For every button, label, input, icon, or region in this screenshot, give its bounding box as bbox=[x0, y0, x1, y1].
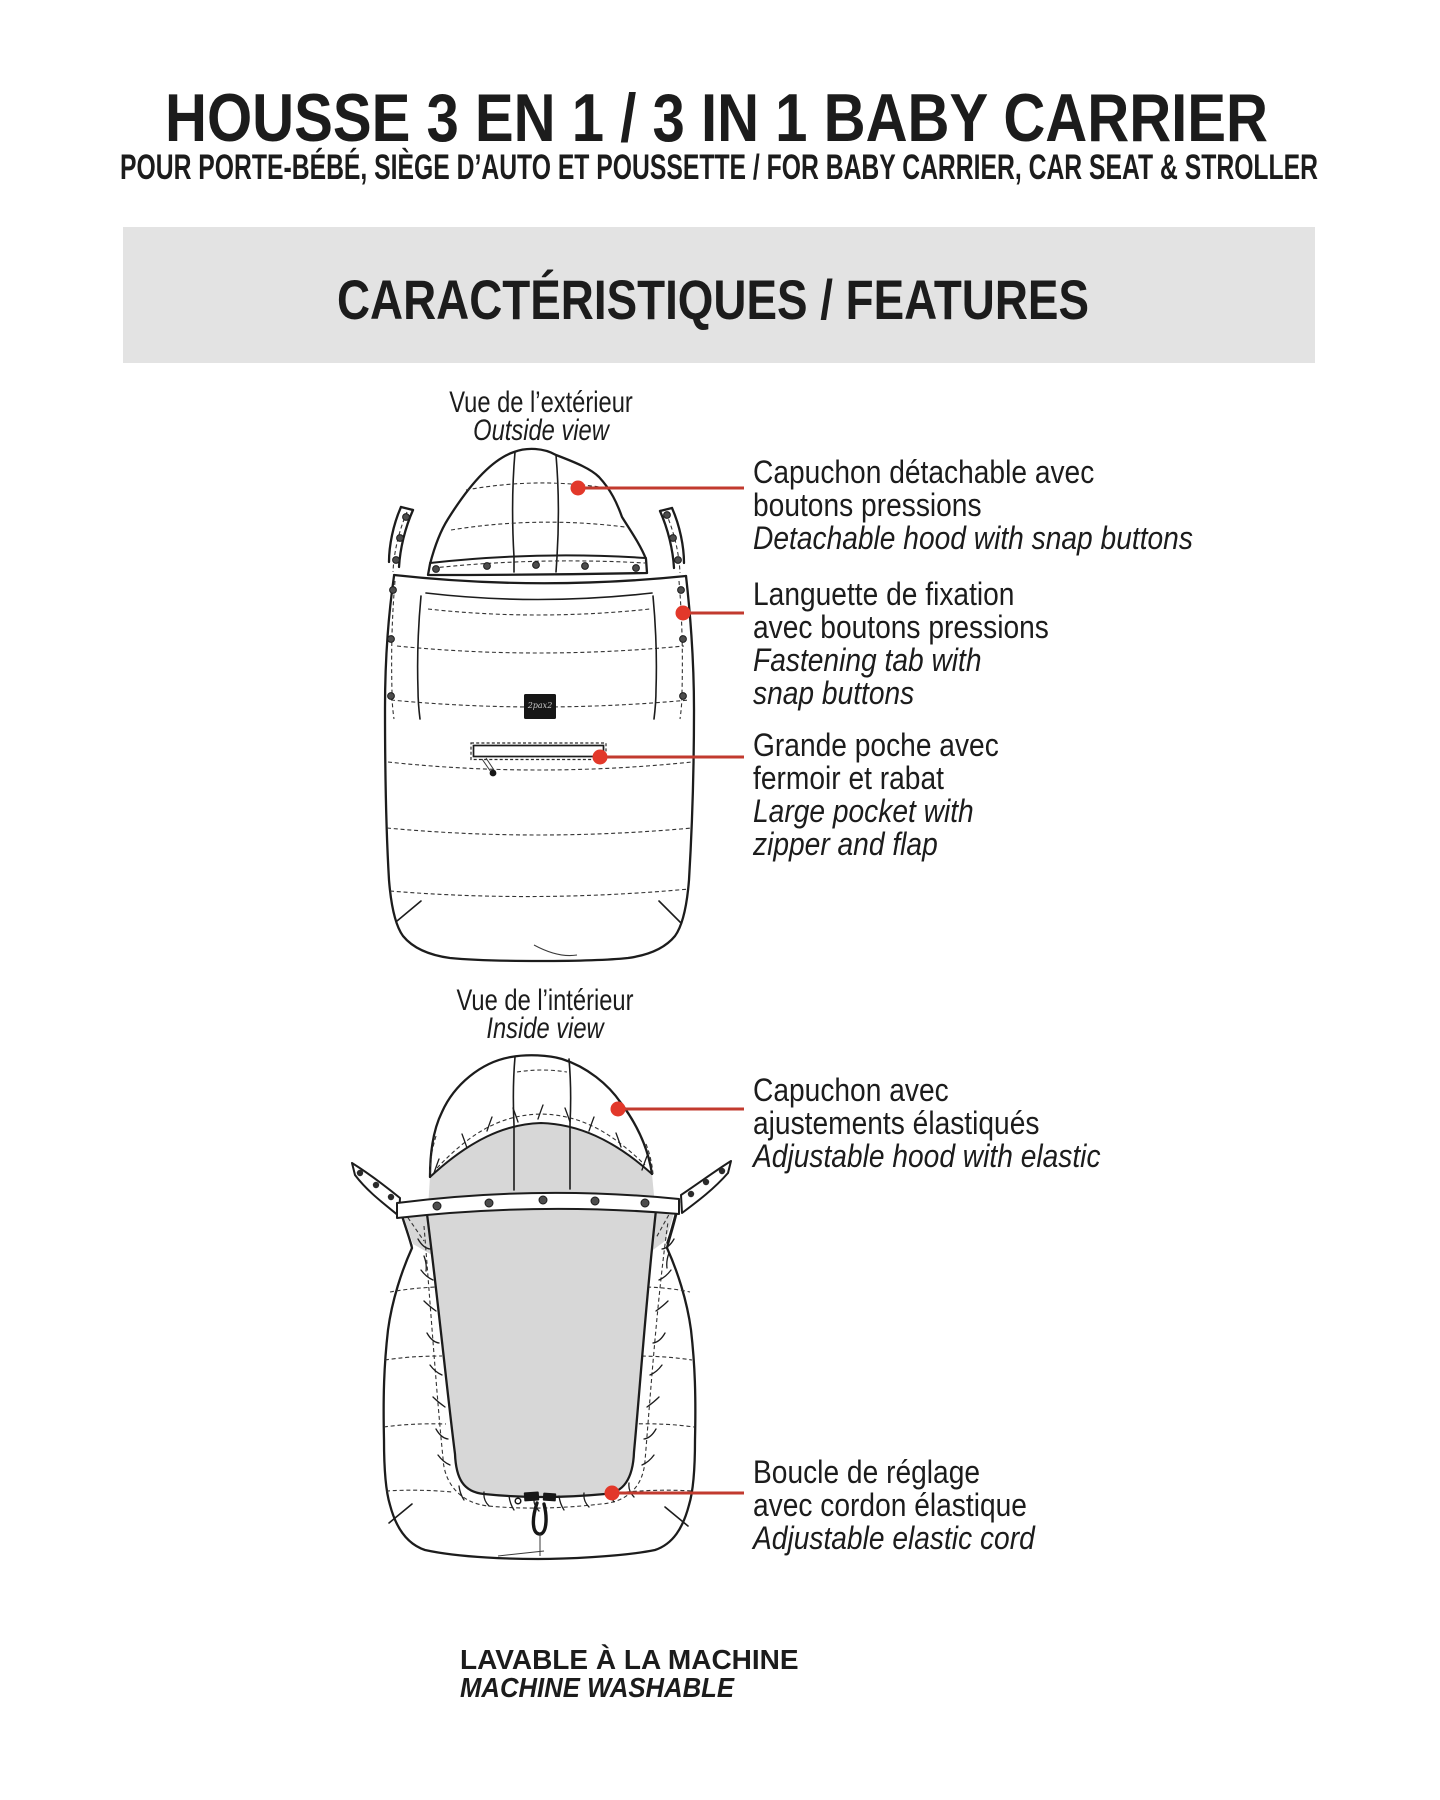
page-subtitle: POUR PORTE-BÉBÉ, SIÈGE D’AUTO ET POUSSET… bbox=[120, 148, 1318, 187]
features-section-band bbox=[123, 227, 1315, 363]
callout-markers bbox=[570, 480, 744, 765]
callout-detachable-hood: Capuchon détachable avec boutons pressio… bbox=[753, 454, 1193, 556]
svg-text:2pax2: 2pax2 bbox=[527, 701, 553, 710]
inside-view-caption: Vue de l’intérieur Inside view bbox=[419, 984, 672, 1045]
callout-dot-hood bbox=[570, 480, 586, 496]
quilt-lines bbox=[386, 608, 693, 898]
side-tab-right bbox=[680, 1160, 732, 1214]
hood-inside bbox=[428, 1054, 655, 1208]
outside-view-caption: Vue de l’extérieur Outside view bbox=[415, 386, 668, 447]
hood-snap-buttons bbox=[432, 561, 640, 573]
callout-adjustable-hood: Capuchon avec ajustements élastiqués Adj… bbox=[753, 1072, 1101, 1174]
interior-panel bbox=[417, 1204, 675, 1512]
outside-view-caption-en: Outside view bbox=[473, 414, 609, 447]
callout-pocket: Grande poche avec fermoir et rabat Large… bbox=[753, 727, 999, 862]
callout-dot-pocket bbox=[592, 749, 608, 765]
callout-markers-inside bbox=[604, 1101, 744, 1501]
callout-fastening-tab: Languette de fixation avec boutons press… bbox=[753, 576, 1049, 711]
callout-dot-hood-elastic bbox=[610, 1101, 626, 1117]
fastening-tab-right bbox=[652, 506, 687, 720]
drawstring-toggle bbox=[514, 1491, 557, 1556]
outside-view-drawing: 2pax2 bbox=[383, 447, 744, 963]
features-heading: CARACTÉRISTIQUES / FEATURES bbox=[337, 268, 1089, 331]
care-instructions-en: MACHINE WASHABLE bbox=[460, 1672, 734, 1703]
callout-dot-elastic-cord bbox=[604, 1485, 620, 1501]
page-title: HOUSSE 3 EN 1 / 3 IN 1 BABY CARRIER bbox=[165, 80, 1268, 156]
care-instructions-fr: LAVABLE À LA MACHINE bbox=[460, 1644, 799, 1675]
snap-band bbox=[396, 1191, 680, 1219]
side-tab-left bbox=[351, 1162, 401, 1217]
brand-label: 2pax2 bbox=[524, 694, 556, 719]
pocket-with-zipper bbox=[470, 742, 607, 777]
inside-view-drawing bbox=[351, 1054, 744, 1561]
carrier-body-inside bbox=[382, 1200, 697, 1561]
detachable-hood bbox=[426, 447, 649, 577]
fastening-tab-left bbox=[387, 505, 422, 720]
inside-view-caption-en: Inside view bbox=[486, 1012, 604, 1045]
callout-dot-tab bbox=[675, 605, 691, 621]
carrier-body bbox=[383, 573, 696, 963]
elastic-ticks bbox=[417, 1238, 675, 1512]
inside-view-caption-fr: Vue de l’intérieur bbox=[456, 984, 634, 1017]
zipper-pull bbox=[481, 757, 497, 777]
outside-view-caption-fr: Vue de l’extérieur bbox=[449, 386, 633, 419]
care-instructions: LAVABLE À LA MACHINE MACHINE WASHABLE bbox=[460, 1646, 799, 1702]
callout-elastic-cord: Boucle de réglage avec cordon élastique … bbox=[753, 1454, 1035, 1556]
band-snap-buttons bbox=[432, 1195, 650, 1211]
hood-elastic-ticks bbox=[433, 1104, 648, 1174]
